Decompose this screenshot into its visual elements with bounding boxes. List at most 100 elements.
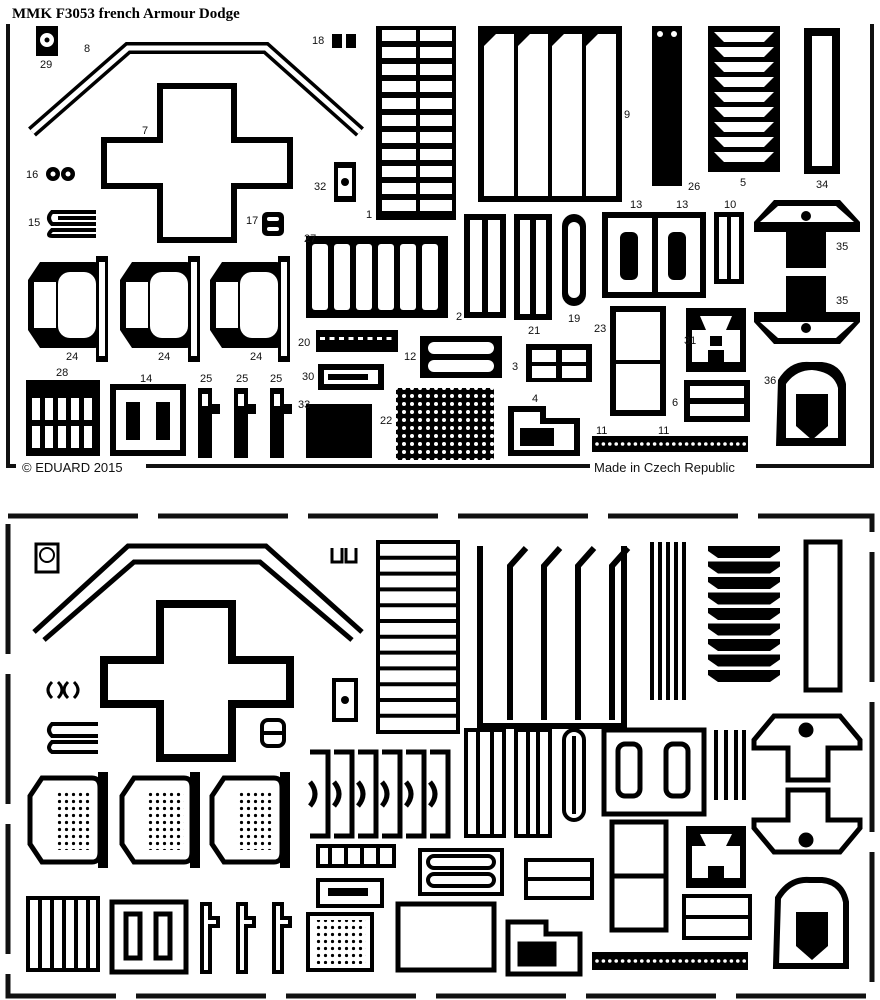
part-11-hole	[672, 959, 676, 963]
part-11-hole	[665, 959, 670, 963]
part-6-relief	[682, 894, 752, 940]
ladder-slot	[382, 98, 416, 109]
part-36-relief	[772, 876, 849, 969]
part-number-label: 13	[676, 199, 688, 211]
part-11-hole	[608, 959, 612, 963]
part-5-relief	[708, 546, 780, 682]
part-5-slat	[708, 546, 780, 558]
part-number-label: 33	[298, 399, 310, 411]
part-11-hole	[601, 442, 606, 446]
part-8-relief	[32, 543, 364, 642]
part-24-bar-slot	[191, 262, 197, 356]
part-32-relief	[332, 678, 358, 722]
part-26-relief	[650, 542, 686, 700]
part-24-rivets	[56, 790, 92, 850]
part-4	[508, 406, 580, 456]
part-6	[684, 380, 750, 422]
part-5-slat	[708, 654, 780, 667]
part-11-hole	[736, 959, 740, 963]
part-number-label: 9	[624, 109, 630, 121]
part-24	[28, 256, 290, 362]
part-4-relief	[505, 919, 583, 977]
part-number-label: 14	[140, 373, 152, 385]
part-number-label: 23	[594, 323, 606, 335]
part-11-hole	[633, 959, 638, 963]
ladder-slot	[420, 64, 452, 75]
part-5-slat	[714, 62, 774, 72]
part-number-label: 18	[312, 35, 324, 47]
part-27-tab	[356, 244, 372, 310]
part-9-panel	[586, 34, 616, 196]
part-11-hole	[691, 959, 695, 963]
part-number-label: 21	[528, 325, 540, 337]
part-29	[36, 26, 58, 56]
ladder-slot	[420, 47, 452, 58]
part-5	[708, 26, 780, 172]
part-19-relief	[562, 728, 586, 822]
part-24-relief	[27, 772, 290, 868]
part-20-slot	[386, 337, 392, 340]
part-5-slat	[714, 137, 774, 147]
part-11-hole	[614, 959, 618, 963]
ladder-slot	[382, 64, 416, 75]
part-24-bar	[98, 772, 108, 868]
part-5-slat	[714, 122, 774, 132]
part-11-hole	[691, 442, 695, 446]
part-2-relief	[464, 728, 506, 838]
part-30-relief	[316, 878, 384, 908]
part-18-relief	[330, 548, 358, 564]
part-24-bar-slot	[99, 262, 105, 356]
part-number-label: 31	[684, 335, 696, 347]
part-number-label: 30	[302, 371, 314, 383]
part-35-relief	[751, 713, 863, 855]
part-5-slat	[708, 608, 780, 620]
part-number-label: 8	[84, 43, 90, 55]
part-28-slot	[58, 426, 66, 448]
part-number-label: 35	[836, 241, 848, 253]
part-11-hole	[678, 959, 682, 963]
part-17-relief	[260, 718, 286, 748]
part-27-tab	[331, 749, 355, 839]
ladder-slot	[420, 183, 452, 194]
part-5-slat	[708, 561, 780, 574]
part-30	[318, 364, 384, 390]
part-27-tab	[378, 244, 394, 310]
part-11-hole	[608, 442, 612, 446]
part-9-panel-edge	[575, 546, 597, 720]
part-25-hook	[200, 902, 220, 974]
part-11-hole	[627, 442, 631, 446]
part-11-hole	[684, 959, 689, 963]
part-28-slot	[71, 426, 79, 448]
part-24-panel	[240, 272, 278, 338]
ladder-slot	[382, 183, 416, 194]
ladder-slot	[382, 115, 416, 126]
part-11-hole	[736, 442, 740, 446]
part-31	[686, 308, 746, 372]
part-11-hole	[678, 442, 682, 446]
part-10-relief	[714, 730, 746, 800]
part-24-bar	[280, 772, 290, 868]
part-35	[754, 200, 860, 344]
part-25-relief	[200, 902, 292, 974]
part-15-relief	[47, 722, 98, 754]
part-5-slat	[714, 107, 774, 117]
part-28-slot	[32, 426, 40, 448]
part-1-relief	[376, 540, 460, 734]
part-28-slot	[58, 398, 66, 420]
part-28-slot	[71, 398, 79, 420]
ladder-slot	[420, 81, 452, 92]
part-27-tab	[379, 749, 403, 839]
part-11-hole	[595, 442, 599, 446]
part-5-slat	[708, 639, 780, 651]
part-number-label: 2	[456, 311, 462, 323]
part-number-label: 26	[688, 181, 700, 193]
part-29-relief	[34, 542, 60, 574]
part-9-panel-edge	[507, 546, 529, 720]
part-number-label: 29	[40, 59, 52, 71]
ladder-slot	[382, 30, 416, 41]
part-11-hole	[633, 442, 638, 446]
part-11-hole	[710, 959, 714, 963]
part-5-slat	[708, 623, 780, 636]
part-19	[562, 214, 586, 306]
ladder-slot	[382, 132, 416, 143]
